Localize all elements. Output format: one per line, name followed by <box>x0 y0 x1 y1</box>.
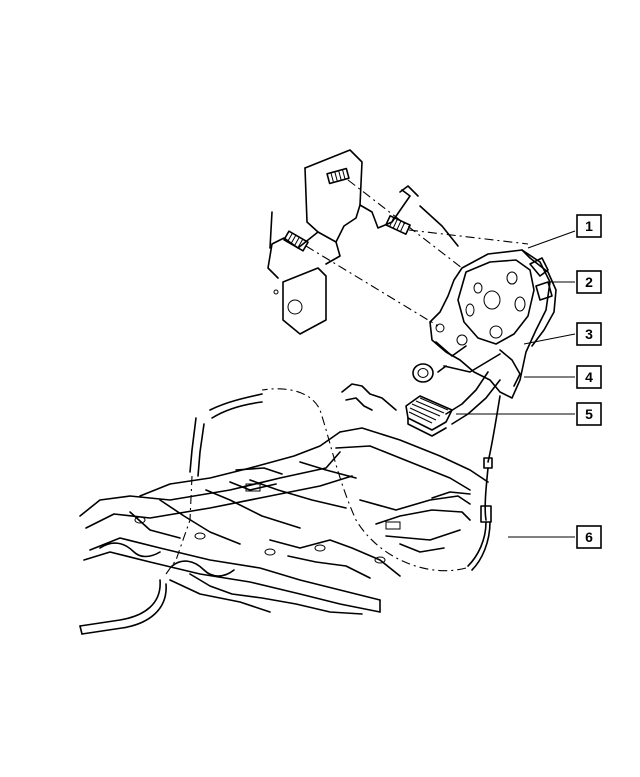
callout-3: 3 <box>576 322 602 346</box>
mounting-studs <box>283 167 529 327</box>
callout-number: 2 <box>585 274 593 290</box>
callout-6: 6 <box>576 525 602 549</box>
callout-number: 4 <box>585 369 593 385</box>
callout-2: 2 <box>576 270 602 294</box>
callout-number: 6 <box>585 529 593 545</box>
callout-4: 4 <box>576 365 602 389</box>
callout-number: 1 <box>585 218 593 234</box>
floor-pan <box>79 383 489 615</box>
callout-5: 5 <box>576 402 602 426</box>
callout-number: 5 <box>585 406 593 422</box>
pedal-arm-and-pad <box>405 371 501 437</box>
firewall-panel <box>267 149 459 335</box>
brake-cable <box>261 388 501 572</box>
pedal-bracket-assembly <box>429 249 557 399</box>
callout-number: 3 <box>585 326 593 342</box>
callout-1: 1 <box>576 214 602 238</box>
leader-lines <box>456 230 576 538</box>
routed-cable-lower <box>79 393 263 635</box>
nut <box>412 363 434 383</box>
